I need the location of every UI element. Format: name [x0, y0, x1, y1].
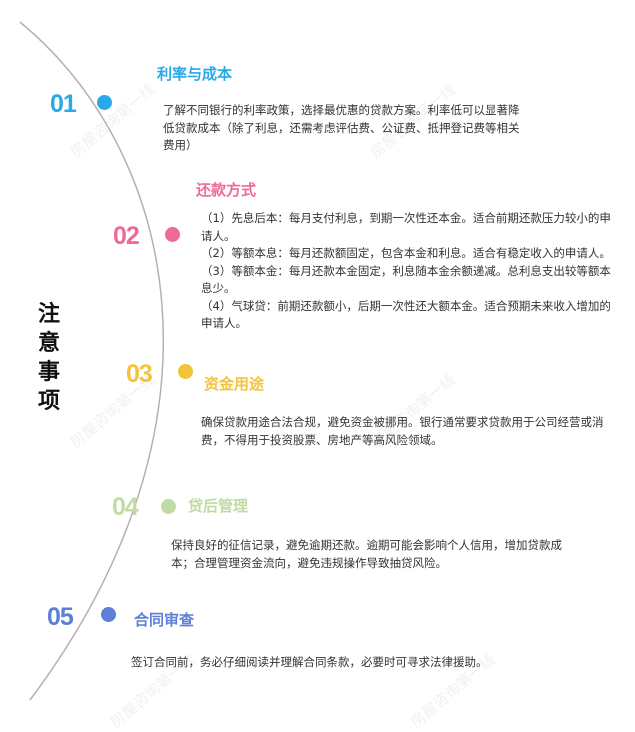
section-description: 签订合同前，务必仔细阅读并理解合同条款，必要时可寻求法律援助。: [131, 655, 488, 669]
section-description: 确保贷款用途合法合规，避免资金被挪用。银行通常要求贷款用于公司经营或消费，不得用…: [201, 415, 604, 447]
section-title: 利率与成本: [157, 65, 233, 83]
list-item: （2）等额本息：每月还款额固定，包含本金和利息。适合有稳定收入的申请人。: [201, 246, 611, 260]
section-number: 03: [126, 360, 153, 388]
list-item: （4）气球贷：前期还款额小，后期一次性还大额本金。适合预期未来收入增加的申请人。: [201, 298, 611, 331]
section-title: 贷后管理: [188, 497, 249, 515]
timeline-dot: [161, 499, 176, 514]
section-title: 合同审查: [134, 611, 195, 629]
side-title: 注意事项: [37, 302, 60, 414]
section-title: 还款方式: [196, 181, 257, 199]
section-description: 保持良好的征信记录，避免逾期还款。逾期可能会影响个人信用，增加贷款成本；合理管理…: [171, 538, 562, 570]
timeline-dot: [165, 227, 180, 242]
list-item: （1）先息后本：每月支付利息，到期一次性还本金。适合前期还款压力较小的申请人。: [201, 211, 611, 243]
section-number: 01: [50, 90, 77, 118]
section-number: 04: [112, 493, 139, 521]
list-item: （3）等额本金：每月还款本金固定，利息随本金余额递减。总利息支出较等额本息少。: [201, 263, 611, 296]
timeline-dot: [101, 607, 116, 622]
section-description: （1）先息后本：每月支付利息，到期一次性还本金。适合前期还款压力较小的申请人。 …: [201, 210, 611, 333]
timeline-dot: [178, 364, 193, 379]
section-description: 了解不同银行的利率政策，选择最优惠的贷款方案。利率低可以显著降低贷款成本（除了利…: [163, 103, 520, 152]
section-number: 05: [47, 603, 74, 631]
section-title: 资金用途: [204, 375, 265, 393]
section-number: 02: [113, 222, 140, 250]
timeline-dot: [97, 95, 112, 110]
